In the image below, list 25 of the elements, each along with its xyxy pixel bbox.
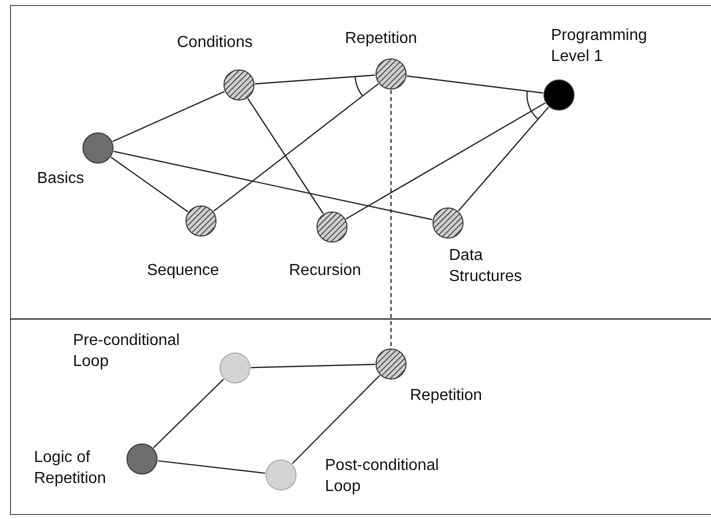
node-label: Basics [37, 169, 84, 189]
connector-line [213, 83, 379, 212]
connector-line [250, 364, 376, 368]
connector-line [346, 102, 546, 220]
node-label: Sequence [147, 261, 220, 281]
connector-line [110, 156, 188, 212]
connector-line [153, 378, 224, 448]
connector-line [247, 98, 324, 214]
connector-line [292, 374, 380, 464]
node-label: Post-conditional Loop [325, 456, 440, 497]
node-label: Repetition [410, 386, 482, 406]
connector-line [458, 106, 549, 212]
node-label: Data Structures [449, 246, 523, 287]
connector-line [114, 150, 432, 220]
node-label: Pre-conditional Loop [73, 331, 181, 372]
dashed-connector [390, 90, 392, 348]
node-label: Logic of Repetition [34, 448, 108, 489]
connector-line [112, 90, 225, 142]
node-label: Repetition [345, 29, 418, 49]
node-label: Recursion [289, 261, 362, 281]
connector-line [158, 460, 266, 474]
node-label: Programming Level 1 [551, 26, 646, 67]
node-label: Conditions [177, 33, 253, 53]
connector-line [406, 75, 544, 94]
connector-line [254, 74, 376, 84]
